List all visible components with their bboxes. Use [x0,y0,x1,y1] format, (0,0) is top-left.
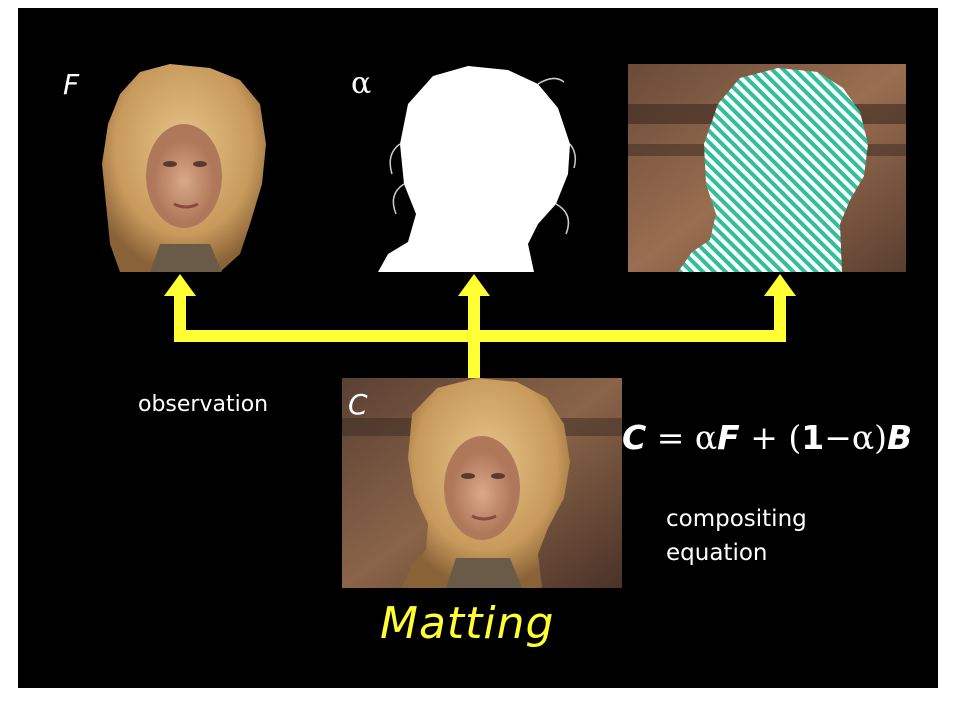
foreground-image [102,64,266,272]
equation-minus: − [824,418,852,457]
slide-title: Matting [380,598,555,649]
equation-alpha-2: α [851,418,875,457]
arrow-left-shaft [174,294,186,334]
foreground-label: F [63,68,80,101]
equation-alpha-1: α [694,418,718,457]
compositing-equation: C = αF + (1−α)B [622,418,912,457]
equation-b: B [887,418,913,457]
equation-close-paren: ) [874,418,888,457]
arrow-middle-head [458,274,490,296]
alpha-label: α [351,66,372,101]
equation-one: 1 [801,418,825,457]
equation-f: F [717,418,740,457]
equation-equals: = [656,418,685,457]
equation-open-paren: ( [788,418,802,457]
equation-caption-line-1: compositing [666,506,807,532]
equation-c: C [622,418,647,457]
observation-label: observation [138,392,269,417]
equation-caption-line-2: equation [666,540,768,566]
equation-plus: + [750,418,778,457]
arrow-right-head [764,274,796,296]
composite-label: C [348,388,368,421]
alpha-matte-image [378,66,577,272]
arrow-right-shaft [774,294,786,334]
arrow-left-head [164,274,196,296]
dependency-arrows [164,274,796,380]
equation-caption: compositing equation [666,502,807,570]
slide: F α B [18,8,938,688]
arrow-middle-shaft [468,294,480,380]
composite-image [342,378,622,588]
background-image [628,64,906,272]
